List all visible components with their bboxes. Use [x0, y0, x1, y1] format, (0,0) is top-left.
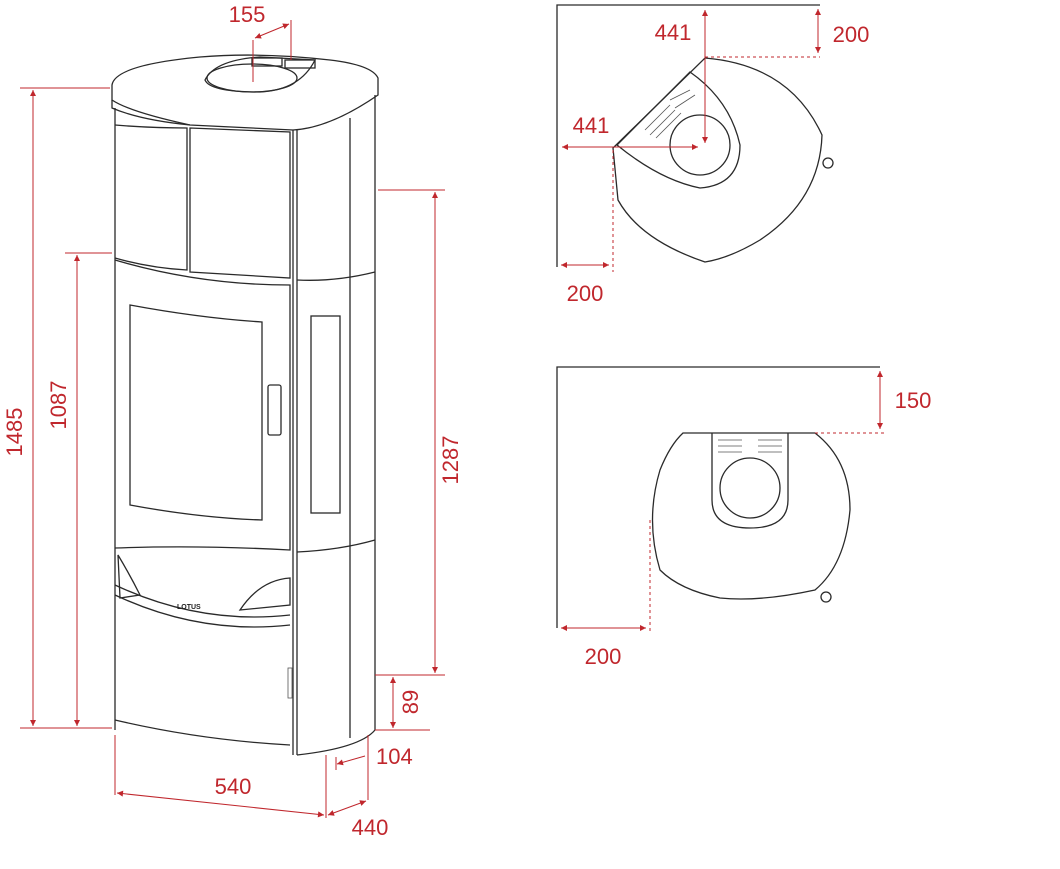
corner-walls: [556, 4, 820, 267]
dim-side-clearance-2: 200: [585, 644, 622, 669]
dim-flue-offset: 155: [229, 2, 266, 27]
flue-circle: [719, 457, 781, 519]
door-glass: [129, 304, 263, 521]
vent-grille: [718, 439, 782, 453]
dim-back-clearance: 150: [895, 388, 932, 413]
front-dimensions: 1485 1087 1287 89 104 540 440 155: [2, 2, 463, 840]
dim-flue-x: 441: [573, 113, 610, 138]
stove-front-view: LOTUS: [111, 54, 379, 756]
upper-tile-left: [114, 124, 188, 271]
dim-side-clearance: 200: [567, 281, 604, 306]
dim-flue-y: 441: [655, 20, 692, 45]
dim-depth-offset: 104: [376, 744, 413, 769]
dim-door-height: 1087: [46, 381, 71, 430]
flue-circle: [669, 114, 731, 176]
top-view-corner-install: 441 441 200 200: [556, 4, 870, 306]
side-window: [310, 315, 341, 514]
ash-drawer: [114, 719, 291, 746]
dim-bottom-height: 89: [398, 690, 423, 714]
dim-total-height: 1485: [2, 408, 27, 457]
door-handle: [267, 384, 282, 436]
upper-tile-right: [189, 127, 291, 279]
vent-grille: [644, 89, 696, 139]
stove-outline: [612, 57, 823, 263]
stove-outline: [651, 432, 851, 600]
top-cap: [111, 54, 379, 131]
top-view-wall-install: 150 200: [556, 366, 932, 669]
fire-door: [114, 259, 291, 551]
dim-width: 540: [215, 774, 252, 799]
top-vent-grille: [251, 57, 316, 69]
air-control-right: [238, 577, 291, 611]
brand-logo: LOTUS: [177, 604, 201, 611]
dim-top-clearance: 200: [833, 22, 870, 47]
back-wall: [556, 366, 880, 628]
dim-depth: 440: [352, 815, 389, 840]
dim-side-height: 1287: [438, 436, 463, 485]
